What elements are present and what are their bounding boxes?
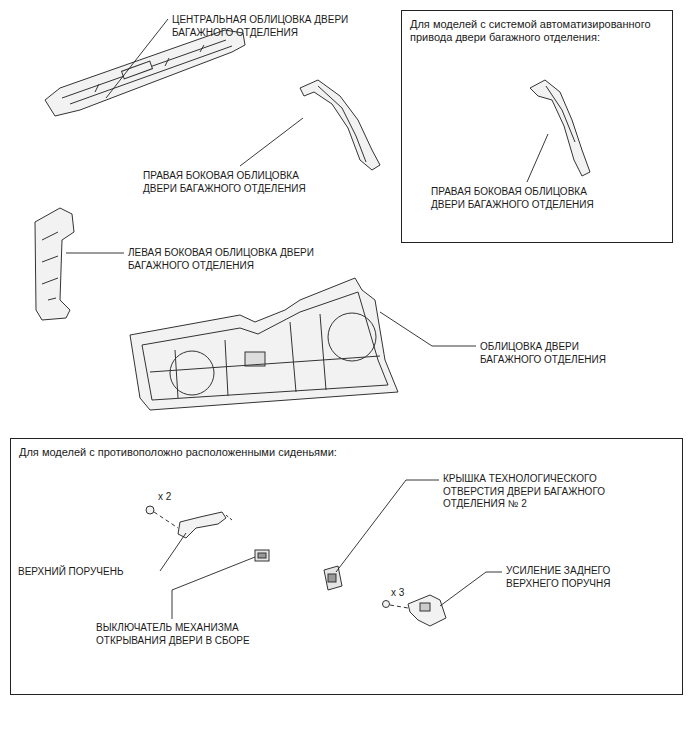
part-name: ЦЕНТРАЛЬНАЯ ОБЛИЦОВКА ДВЕРИ БАГАЖНОГО ОТ… bbox=[172, 14, 372, 39]
left-side-trim-part bbox=[35, 208, 74, 320]
upper-handle-part bbox=[154, 512, 178, 528]
box-right-side-trim-part bbox=[530, 80, 590, 176]
part-name: ВЫКЛЮЧАТЕЛЬ МЕХАНИЗМА ОТКРЫВАНИЯ ДВЕРИ В… bbox=[96, 622, 276, 647]
part-name: ВЕРХНИЙ ПОРУЧЕНЬ bbox=[18, 566, 148, 579]
quantity-callout: x 3 bbox=[391, 587, 421, 600]
left-side-trim-part bbox=[42, 232, 58, 300]
handle-reinforcement-part bbox=[408, 595, 446, 626]
quantity-callout: x 2 bbox=[158, 491, 188, 504]
center-trim-part bbox=[62, 40, 226, 98]
door-trim-part bbox=[130, 278, 398, 410]
center-trim-part bbox=[95, 45, 204, 92]
condition-note: Для моделей с противоположно расположенн… bbox=[11, 439, 682, 466]
leader-line bbox=[336, 480, 439, 572]
center-trim-part bbox=[70, 46, 232, 104]
center-trim-part bbox=[45, 30, 245, 116]
door-trim-part bbox=[142, 292, 388, 400]
condition-note: Для моделей с системой автоматизированно… bbox=[402, 11, 672, 51]
door-trim-part bbox=[130, 278, 398, 410]
door-switch-part bbox=[255, 550, 269, 561]
leader-line bbox=[240, 118, 303, 166]
leader-line bbox=[380, 312, 476, 346]
upper-handle-part bbox=[146, 506, 232, 538]
box-right-side-trim-part bbox=[530, 80, 590, 176]
right-side-trim-part bbox=[300, 80, 380, 170]
service-hole-cover-part bbox=[328, 574, 336, 582]
handle-reinforcement-part bbox=[383, 595, 447, 626]
door-trim-part bbox=[150, 314, 380, 398]
service-hole-cover-part bbox=[324, 566, 342, 590]
leader-line bbox=[66, 253, 124, 254]
leader-line bbox=[172, 557, 255, 619]
upper-handle-part bbox=[146, 506, 154, 514]
leader-line bbox=[106, 19, 168, 98]
handle-reinforcement-part bbox=[383, 601, 390, 608]
door-switch-part bbox=[255, 550, 269, 561]
center-trim-part bbox=[45, 30, 245, 116]
leader-line bbox=[527, 134, 548, 182]
handle-reinforcement-part bbox=[390, 605, 408, 608]
left-side-trim-part bbox=[35, 208, 74, 320]
handle-reinforcement-part bbox=[420, 603, 430, 611]
upper-handle-part bbox=[226, 515, 232, 520]
right-side-trim-part bbox=[300, 80, 380, 170]
leader-line bbox=[440, 572, 502, 606]
right-side-trim-part bbox=[318, 86, 366, 162]
box-right-side-trim-part bbox=[546, 86, 575, 142]
part-name: ЛЕВАЯ БОКОВАЯ ОБЛИЦОВКА ДВЕРИ БАГАЖНОГО … bbox=[128, 247, 343, 272]
part-name: УСИЛЕНИЕ ЗАДНЕГО ВЕРХНЕГО ПОРУЧНЯ bbox=[506, 565, 661, 590]
center-trim-part bbox=[122, 61, 153, 79]
part-name: ОБЛИЦОВКА ДВЕРИ БАГАЖНОГО ОТДЕЛЕНИЯ bbox=[480, 341, 630, 366]
service-hole-cover-part bbox=[324, 566, 342, 590]
part-name: КРЫШКА ТЕХНОЛОГИЧЕСКОГО ОТВЕРСТИЯ ДВЕРИ … bbox=[443, 473, 638, 511]
leader-line bbox=[160, 533, 186, 571]
part-name: ПРАВАЯ БОКОВАЯ ОБЛИЦОВКА ДВЕРИ БАГАЖНОГО… bbox=[143, 170, 333, 195]
part-name: ПРАВАЯ БОКОВАЯ ОБЛИЦОВКА ДВЕРИ БАГАЖНОГО… bbox=[431, 186, 621, 211]
door-switch-part bbox=[258, 553, 266, 558]
leader-line bbox=[66, 19, 548, 619]
door-trim-part bbox=[328, 313, 376, 361]
